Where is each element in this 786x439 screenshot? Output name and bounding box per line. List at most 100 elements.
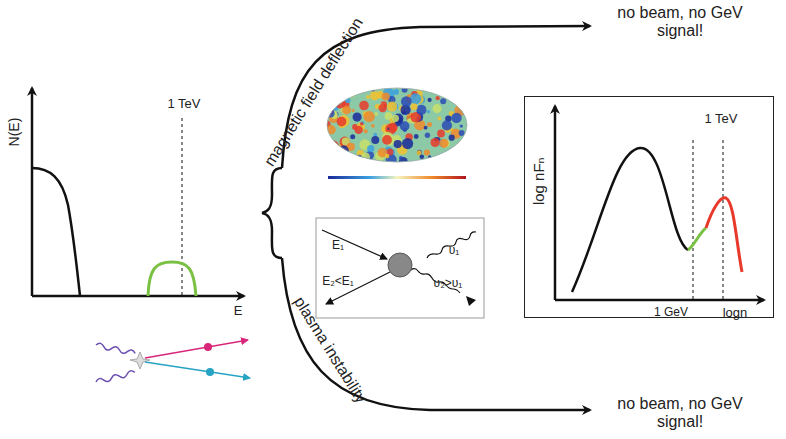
- cmb-spot: [459, 130, 465, 136]
- cmb-spot: [427, 122, 432, 127]
- cmb-map: [323, 83, 468, 179]
- cmb-spot: [364, 129, 368, 133]
- cmb-spot: [417, 150, 422, 155]
- cmb-spot: [327, 104, 331, 108]
- cmb-spot: [323, 156, 332, 165]
- cmb-spot: [327, 140, 339, 152]
- cmb-spot: [347, 157, 354, 164]
- frequency-label: υ₂>υ₁: [434, 277, 463, 290]
- cmb-spot: [425, 133, 430, 138]
- sed-plot: [555, 106, 764, 300]
- cmb-spot: [373, 133, 377, 137]
- cmb-spot: [428, 98, 432, 102]
- cmb-spot: [337, 117, 347, 127]
- cmb-spot: [411, 103, 418, 110]
- cmb-spot: [342, 106, 351, 115]
- cmb-spot: [399, 157, 408, 166]
- cmb-spot: [436, 96, 440, 100]
- cmb-spot: [336, 151, 340, 155]
- cmb-spot: [420, 155, 425, 160]
- cmb-spot: [352, 109, 355, 112]
- cmb-spot: [366, 95, 370, 99]
- cmb-spot: [367, 160, 370, 163]
- pair-production: [95, 340, 250, 384]
- cmb-spot: [402, 138, 413, 149]
- cmb-spot: [452, 147, 462, 157]
- cmb-spot: [361, 121, 365, 125]
- cmb-spot: [371, 124, 375, 128]
- axis-label: logn: [723, 306, 748, 320]
- scattering-sketch: [316, 218, 484, 318]
- cmb-spot: [385, 154, 390, 159]
- cmb-spot: [360, 122, 364, 126]
- cmb-spot: [359, 101, 369, 111]
- cmb-spot: [386, 154, 397, 165]
- cmb-spot: [399, 156, 403, 160]
- result-note: no beam, no GeV signal!: [615, 4, 745, 41]
- cmb-spot: [458, 89, 468, 99]
- cmb-spot: [335, 98, 339, 102]
- cmb-spot: [414, 134, 419, 139]
- cmb-spot: [326, 95, 335, 104]
- cmb-spot: [364, 111, 375, 122]
- cmb-spot: [392, 115, 399, 122]
- cmb-spot: [438, 117, 442, 121]
- cmb-spot: [382, 135, 392, 145]
- cmb-spot: [448, 155, 454, 161]
- cmb-spot: [336, 96, 340, 100]
- cmb-spot: [370, 91, 379, 100]
- cmb-spot: [427, 110, 430, 113]
- cmb-spot: [410, 93, 421, 104]
- cmb-spot: [417, 150, 422, 155]
- axis-label: E: [234, 304, 243, 319]
- cmb-spot: [416, 105, 426, 115]
- cmb-spot: [433, 104, 442, 113]
- tick-label: 1 TeV: [704, 112, 737, 126]
- axis-label: log nFₙ: [531, 157, 548, 205]
- cmb-spot: [382, 92, 390, 100]
- cmb-spot: [462, 87, 466, 91]
- sed-panel: log nFₙ 1 TeV 1 GeV logn: [524, 96, 774, 318]
- cmb-spot: [449, 135, 455, 141]
- cmb-spot: [353, 113, 362, 122]
- cmb-spot: [389, 123, 398, 132]
- cmb-spot: [437, 130, 445, 138]
- cmb-spot: [341, 84, 351, 94]
- cmb-spot: [424, 149, 430, 155]
- spectrum-plot: [32, 88, 244, 296]
- cmb-spot: [440, 98, 446, 104]
- cmb-spot: [451, 113, 461, 123]
- cmb-spot: [374, 112, 378, 116]
- cmb-spot: [438, 156, 448, 166]
- cmb-spot: [346, 86, 357, 97]
- cmb-spot: [371, 136, 379, 144]
- cmb-spot: [460, 124, 463, 127]
- cmb-spot: [394, 140, 402, 148]
- cmb-spot: [461, 99, 465, 103]
- cmb-spot: [431, 138, 440, 147]
- cmb-spot: [424, 126, 428, 130]
- cmb-spot: [379, 104, 387, 112]
- axis-label: N(E): [6, 118, 22, 147]
- tick-label: 1 TeV: [167, 97, 200, 112]
- tick-label: 1 GeV: [654, 306, 688, 319]
- cmb-spot: [439, 139, 448, 148]
- cmb-spot: [401, 96, 412, 107]
- scatter-panel: E₁ E₂<E₁ υ₁ υ₂>υ₁: [316, 218, 484, 318]
- cmb-spot: [355, 126, 363, 134]
- cmb-spot: [441, 155, 448, 162]
- cmb-spot: [349, 89, 353, 93]
- cmb-spot: [461, 158, 466, 163]
- energy-label: E₁: [332, 239, 344, 252]
- cmb-spot: [442, 120, 452, 130]
- cmb-spot: [367, 145, 374, 152]
- cmb-spot: [402, 87, 408, 93]
- result-note: no beam, no GeV signal!: [615, 395, 745, 432]
- energy-label: E₂<E₁: [322, 275, 354, 288]
- cmb-spot: [387, 102, 397, 112]
- cmb-spot: [350, 134, 355, 139]
- cmb-spot: [457, 85, 463, 91]
- cmb-spot: [345, 83, 356, 94]
- frequency-label: υ₁: [449, 244, 460, 257]
